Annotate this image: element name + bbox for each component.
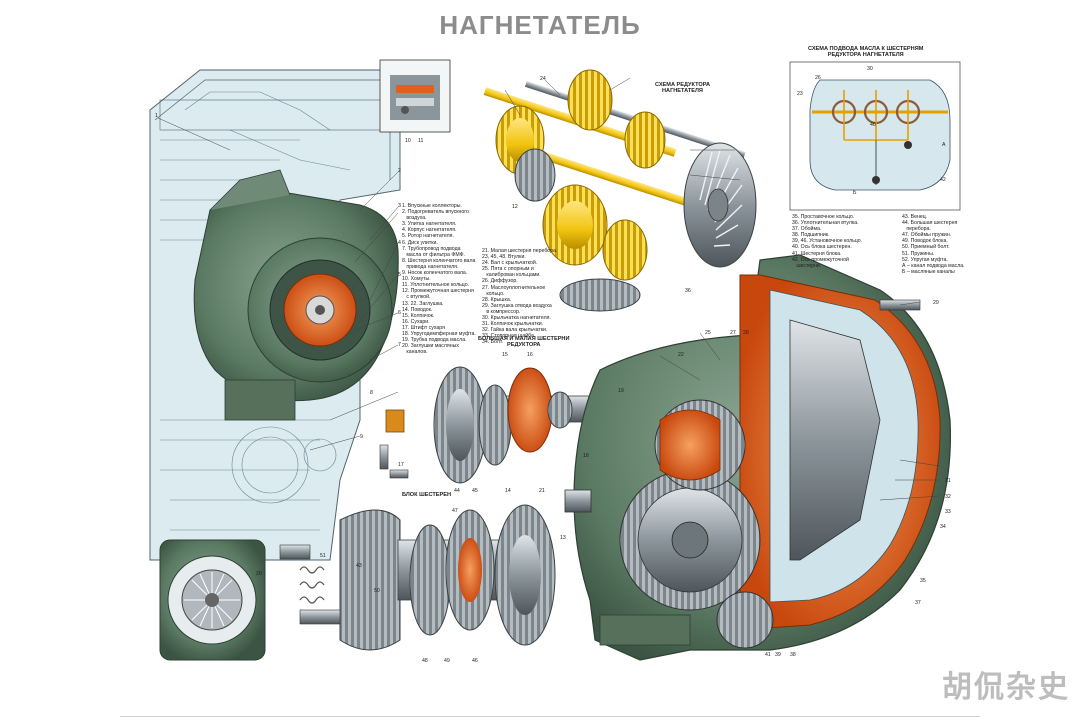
callout-label: 29 — [933, 300, 939, 306]
callout-label: 44 — [454, 488, 460, 494]
legend-mid: 21. Малая шестерня перебора. 23, 45, 48.… — [482, 248, 558, 346]
callout-label: 26 — [815, 75, 821, 81]
callout-label: 18 — [583, 453, 589, 459]
callout-label: 22 — [678, 352, 684, 358]
reducer-scheme-drawing — [483, 69, 757, 312]
poster-title: НАГНЕТАТЕЛЬ — [439, 10, 641, 40]
callout-label: 8 — [370, 390, 373, 396]
callout-label: 41 — [765, 652, 771, 658]
callout-label: 30 — [867, 66, 873, 72]
caption-gears-big-small: БОЛЬШАЯ И МАЛАЯ ШЕСТЕРНИ РЕДУКТОРА — [478, 336, 570, 349]
callout-label: 33 — [945, 509, 951, 515]
callout-label: 37 — [915, 600, 921, 606]
callout-label: 1 — [155, 113, 158, 119]
callout-label: 24 — [540, 76, 546, 82]
springs-detail — [299, 566, 325, 604]
callout-label: 49 — [444, 658, 450, 664]
callout-label: 4 — [398, 240, 401, 246]
callout-label: 19 — [618, 388, 624, 394]
callout-label: 15 — [502, 352, 508, 358]
callout-label: Б — [853, 190, 857, 196]
callout-label: 13 — [560, 535, 566, 541]
caption-gear-block: БЛОК ШЕСТЕРЕН — [402, 492, 452, 498]
callout-label: 45 — [472, 488, 478, 494]
callout-label: 3 — [398, 203, 401, 209]
callout-label: 31 — [945, 478, 951, 484]
legend-right-a: 35. Проставочное кольцо. 36. Уплотнитель… — [792, 214, 863, 269]
callout-label: 40 — [870, 122, 876, 128]
mounted-supercharger — [193, 169, 399, 421]
callout-label: 42 — [940, 177, 946, 183]
legend-right-b: 43. Венец. 44. Большая шестерня перебора… — [902, 214, 965, 275]
callout-label: 36 — [685, 288, 691, 294]
inset-seal-detail — [379, 59, 451, 133]
callout-label: 17 — [398, 462, 404, 468]
callout-label: 7 — [398, 342, 401, 348]
callout-label: 48 — [422, 658, 428, 664]
callout-label: 32 — [945, 494, 951, 500]
bottom-divider — [120, 716, 980, 717]
callout-label: 46 — [472, 658, 478, 664]
callout-label: 50 — [374, 588, 380, 594]
callout-label: 38 — [790, 652, 796, 658]
supercharger-front-view — [159, 539, 266, 661]
callout-label: 25 — [705, 330, 711, 336]
watermark: 胡侃杂史 — [942, 670, 1070, 705]
callout-label: 20 — [256, 571, 262, 577]
callout-label: 2 — [398, 168, 401, 174]
leader-lines — [157, 77, 941, 501]
legend-left: 1. Впускные коллекторы. 2. Подогреватель… — [402, 203, 476, 356]
cutaway-supercharger — [564, 254, 952, 661]
callout-label: 23 — [797, 91, 803, 97]
callout-label: 5 — [398, 272, 401, 278]
callout-label: 6 — [398, 310, 401, 316]
oil-supply-scheme — [789, 61, 961, 211]
callout-label: 14 — [505, 488, 511, 494]
gear-block-drawing — [279, 504, 556, 651]
caption-oil-scheme: СХЕМА ПОДВОДА МАСЛА К ШЕСТЕРНЯМ РЕДУКТОР… — [808, 46, 924, 59]
callout-label: 28 — [743, 330, 749, 336]
callout-label: 27 — [730, 330, 736, 336]
callout-label: 10 — [405, 138, 411, 144]
callout-label: 11 — [418, 138, 424, 144]
callout-label: 34 — [940, 524, 946, 530]
callout-label: 43 — [356, 563, 362, 569]
caption-reducer-scheme: СХЕМА РЕДУКТОРА НАГНЕТАТЕЛЯ — [655, 82, 710, 95]
callout-label: 16 — [527, 352, 533, 358]
callout-label: 9 — [360, 434, 363, 440]
callout-label: 51 — [320, 553, 326, 559]
callout-label: 12 — [512, 204, 518, 210]
callout-label: 47 — [452, 508, 458, 514]
callout-label: А — [942, 142, 946, 148]
callout-label: 35 — [920, 578, 926, 584]
big-small-gears-drawing — [379, 366, 602, 484]
callout-label: 21 — [539, 488, 545, 494]
callout-label: 39 — [775, 652, 781, 658]
